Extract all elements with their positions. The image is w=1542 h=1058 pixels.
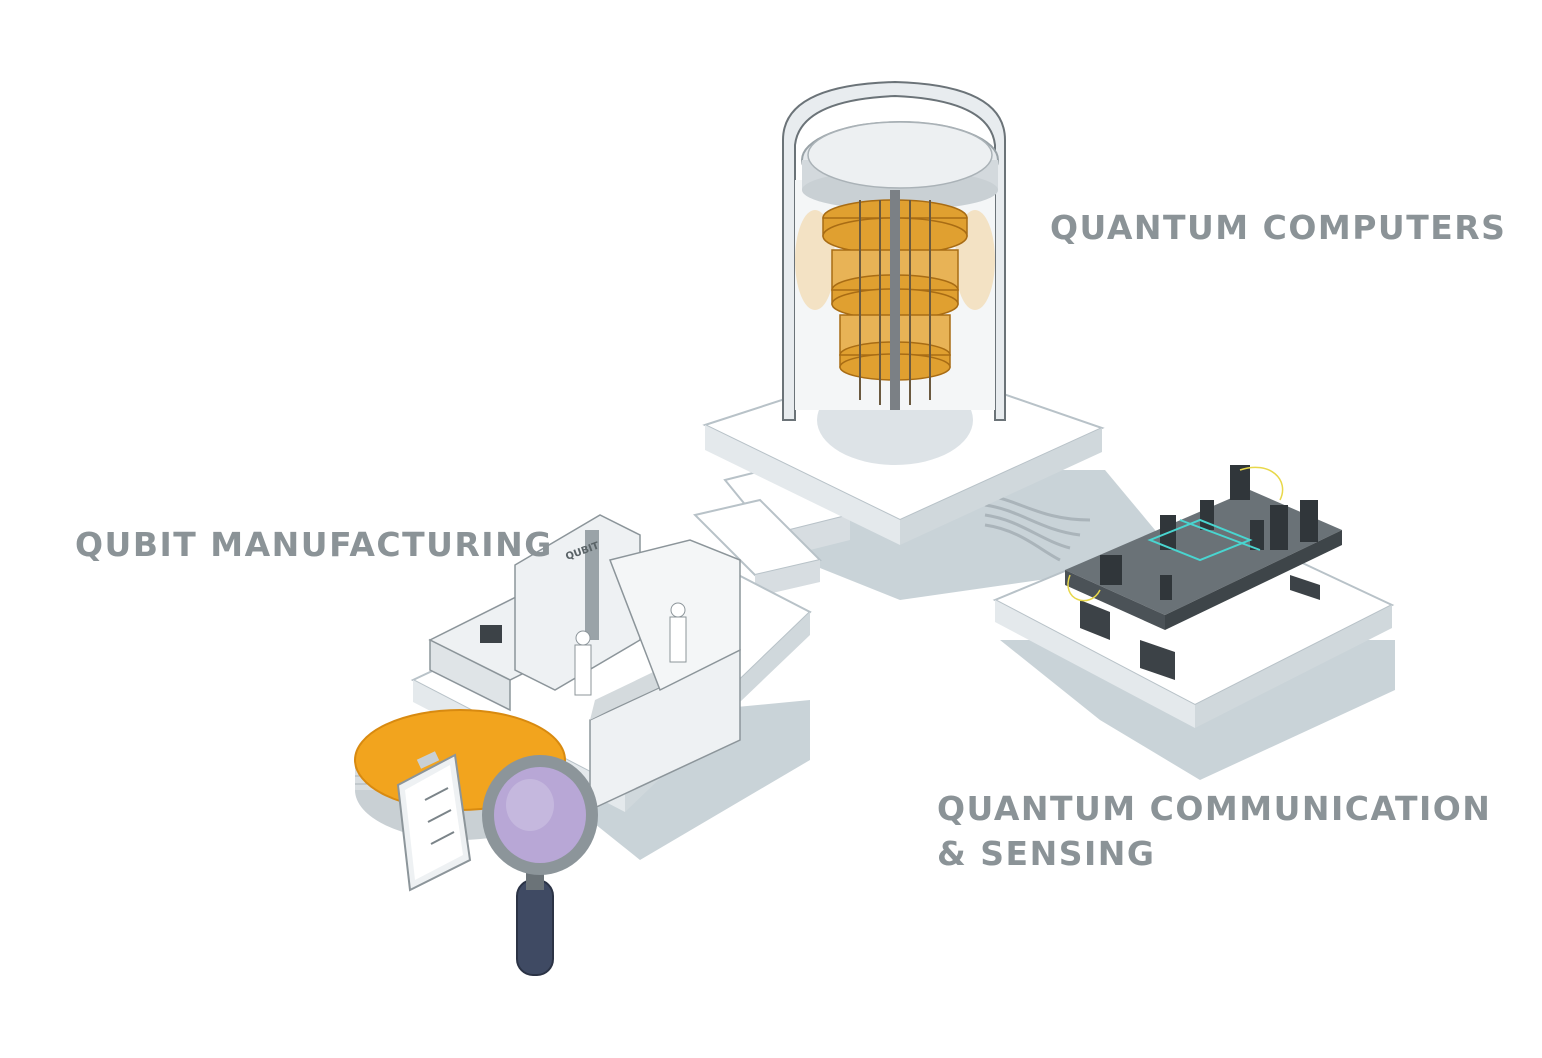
optical-table-platform (992, 465, 1395, 728)
magnifying-glass-icon (482, 755, 598, 976)
label-qubit-manufacturing: QUBIT MANUFACTURING (75, 525, 553, 564)
checklist-clipboard-icon (396, 751, 472, 892)
label-quantum-communication: QUANTUM COMMUNICATION (937, 789, 1492, 828)
label-sensing: & SENSING (937, 834, 1156, 873)
label-quantum-computers: QUANTUM COMPUTERS (1050, 208, 1507, 247)
cryostat (782, 80, 1006, 421)
